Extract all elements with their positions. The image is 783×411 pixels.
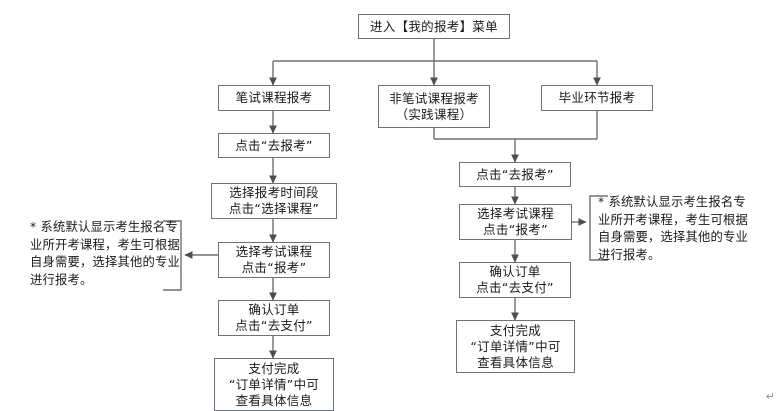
note-left-default-major: * 系统默认显示考生报名专 业所开考课程，考生可根据 自身需要，选择其他的专业 … [30,220,180,287]
node-branch-nonwritten[interactable]: 非笔试课程报考 （实践课程） [378,85,490,128]
node-left-step-4[interactable]: 确认订单 点击“去支付” [218,300,330,336]
node-left-step-1[interactable]: 点击“去报考” [218,133,330,158]
node-entry[interactable]: 进入【我的报考】菜单 [358,14,510,39]
paragraph-mark-icon: ↵ [765,390,775,403]
node-right-step-3[interactable]: 确认订单 点击“去支付” [459,262,571,298]
node-left-step-2[interactable]: 选择报考时间段 点击“选择课程” [211,183,337,219]
note-right-default-major: * 系统默认显示考生报名专 业所开考课程，考生可根据 自身需要，选择其他的专业 … [598,195,748,262]
node-branch-graduation[interactable]: 毕业环节报考 [541,85,653,111]
node-left-step-3[interactable]: 选择考试课程 点击“报考” [218,242,330,278]
node-right-step-1[interactable]: 点击“去报考” [459,162,571,187]
node-left-step-5[interactable]: 支付完成 “订单详情”中可 查看具体信息 [214,358,334,411]
node-right-step-2[interactable]: 选择考试课程 点击“报考” [459,204,572,240]
node-right-step-4[interactable]: 支付完成 “订单详情”中可 查看具体信息 [456,320,575,373]
node-branch-written[interactable]: 笔试课程报考 [218,85,330,111]
